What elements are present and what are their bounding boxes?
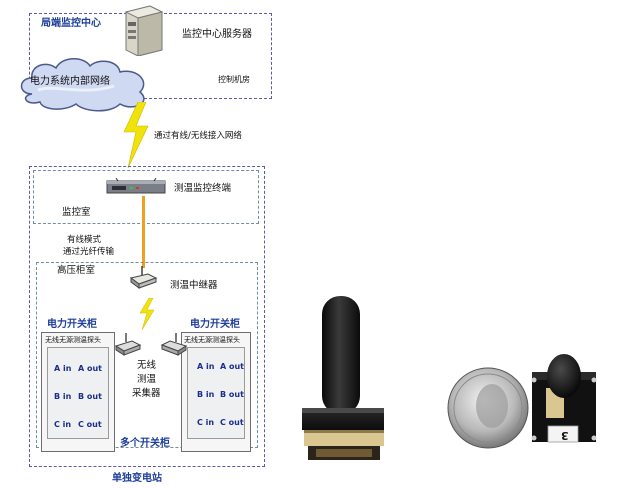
hv-room-label: 高压柜室: [57, 265, 96, 276]
repeater-label: 测温中继器: [170, 280, 218, 291]
collector-left-icon: [114, 333, 142, 356]
server-label: 监控中心服务器: [182, 29, 252, 40]
right-cabinet: [181, 332, 251, 452]
network-cloud-icon: [20, 58, 145, 112]
fiber-transmit-label: 通过光纤传输: [63, 247, 115, 257]
monitor-room-box: [33, 170, 259, 224]
station-label: 单独变电站: [112, 473, 162, 484]
wireless-link-icon: [123, 102, 149, 168]
coin-comparison-photo: [447, 354, 597, 449]
collector-label-3: 采集器: [132, 388, 161, 399]
collector-right-icon: [160, 333, 188, 356]
access-label: 通过有线/无线接入网络: [154, 131, 242, 141]
fiber-line: [142, 196, 145, 268]
right-a-in: A in: [197, 362, 215, 371]
right-a-out: A out: [220, 362, 244, 371]
control-center-title: 局端监控中心: [41, 18, 101, 29]
monitor-terminal-label: 测温监控终端: [174, 183, 232, 194]
left-cabinet-panel: [47, 347, 109, 439]
collector-label-1: 无线: [137, 360, 157, 371]
monitor-terminal-icon: [106, 178, 166, 194]
right-cabinet-title: 电力开关柜: [190, 319, 240, 330]
left-a-out: A out: [78, 364, 102, 373]
monitor-room-label: 监控室: [62, 207, 91, 218]
left-c-out: C out: [78, 420, 102, 429]
left-cabinet-title: 电力开关柜: [47, 319, 97, 330]
control-room-label: 控制机房: [218, 75, 250, 84]
probe-id-tag: 3: [561, 429, 569, 442]
wireless-signal-icon: [139, 298, 155, 330]
multi-cabinet-label: 多个开关柜: [120, 438, 170, 449]
fiber-mode-label: 有线模式: [67, 235, 102, 245]
right-b-in: B in: [197, 390, 215, 399]
left-c-in: C in: [54, 420, 72, 429]
left-probe-label: 无线无源测温探头: [45, 336, 101, 344]
server-icon: [124, 5, 164, 56]
right-b-out: B out: [220, 390, 244, 399]
right-cabinet-panel: [187, 347, 245, 439]
left-b-out: B out: [78, 392, 102, 401]
network-label: 电力系统内部网络: [30, 76, 110, 87]
left-a-in: A in: [54, 364, 72, 373]
right-c-in: C in: [197, 418, 215, 427]
hv-room-box: [36, 262, 258, 448]
system-diagram: 局端监控中心 电力系统内部网络 监控中心服务器 控制机房 通过有线/无线接入网络…: [0, 0, 290, 488]
station-box: [29, 166, 265, 467]
right-probe-label: 无线无源测温探头: [184, 336, 240, 344]
probe-photo: [302, 296, 384, 460]
left-b-in: B in: [54, 392, 72, 401]
collector-label-2: 测温: [137, 374, 157, 385]
right-c-out: C out: [220, 418, 244, 427]
repeater-icon: [129, 266, 158, 289]
left-cabinet: [41, 332, 115, 452]
